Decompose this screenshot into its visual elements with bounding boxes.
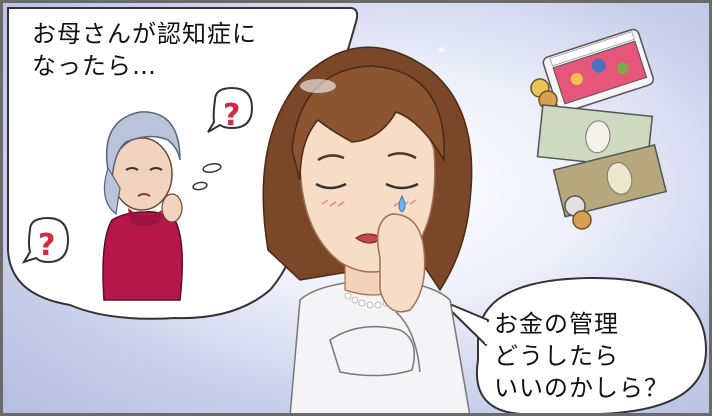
question-mark: ?: [223, 98, 241, 133]
question-bubble: [21, 216, 70, 264]
elderly-mother: [102, 111, 183, 301]
question-bubble: [207, 86, 254, 133]
question-mark: ?: [38, 228, 56, 263]
tear-drop: [398, 194, 406, 213]
money-illustration: [530, 28, 668, 230]
speech-bubble-text: お金の管理 どうしたら いいのかしら？: [494, 310, 669, 402]
worried-woman: [262, 46, 473, 416]
thought-bubble-text: お母さんが認知症に なったら…: [32, 20, 257, 80]
thought-dot: [192, 181, 208, 191]
thought-dot: [202, 163, 222, 173]
speech-bubble: [475, 276, 708, 415]
